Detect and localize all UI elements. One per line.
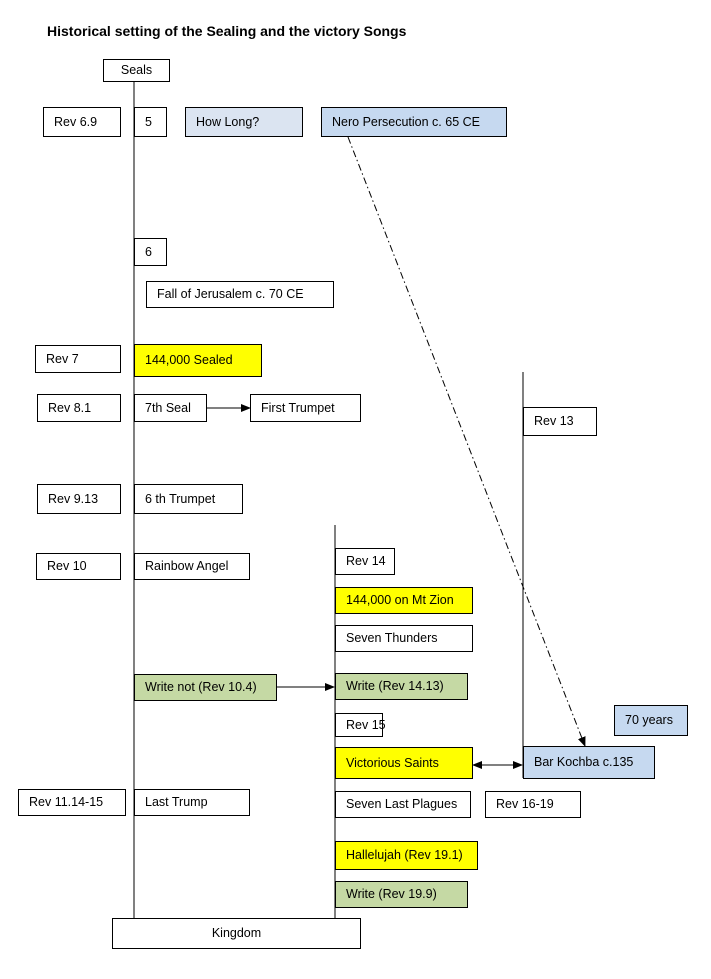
sixth-trumpet-box: 6 th Trumpet (134, 484, 243, 514)
nero-persecution-box: Nero Persecution c. 65 CE (321, 107, 507, 137)
rev-9-13-box: Rev 9.13 (37, 484, 121, 514)
hallelujah-box: Hallelujah (Rev 19.1) (335, 841, 478, 870)
rev-7-box: Rev 7 (35, 345, 121, 373)
diagram-title: Historical setting of the Sealing and th… (47, 23, 407, 39)
rev-8-1-box: Rev 8.1 (37, 394, 121, 422)
how-long-box: How Long? (185, 107, 303, 137)
rev-16-19-box: Rev 16-19 (485, 791, 581, 818)
fall-of-jerusalem-box: Fall of Jerusalem c. 70 CE (146, 281, 334, 308)
seventh-seal-box: 7th Seal (134, 394, 207, 422)
seven-thunders-box: Seven Thunders (335, 625, 473, 652)
mt-zion-box: 144,000 on Mt Zion (335, 587, 473, 614)
write-not-box: Write not (Rev 10.4) (134, 674, 277, 701)
kingdom-box: Kingdom (112, 918, 361, 949)
seventy-years-box: 70 years (614, 705, 688, 736)
write-rev-14-13-box: Write (Rev 14.13) (335, 673, 468, 700)
seals-box: Seals (103, 59, 170, 82)
rev-13-box: Rev 13 (523, 407, 597, 436)
sealed-144000-box: 144,000 Sealed (134, 344, 262, 377)
rev-14-box: Rev 14 (335, 548, 395, 575)
victorious-saints-box: Victorious Saints (335, 747, 473, 779)
rev-15-box: Rev 15 (335, 713, 386, 737)
rev-10-box: Rev 10 (36, 553, 121, 580)
rainbow-angel-box: Rainbow Angel (134, 553, 250, 580)
seal-6-box: 6 (134, 238, 167, 266)
nero-bar-kochba-dashed-arrow (347, 136, 586, 747)
rev-6-9-box: Rev 6.9 (43, 107, 121, 137)
write-rev-19-9-box: Write (Rev 19.9) (335, 881, 468, 908)
first-trumpet-box: First Trumpet (250, 394, 361, 422)
bar-kochba-box: Bar Kochba c.135 (523, 746, 655, 779)
rev-11-14-15-box: Rev 11.14-15 (18, 789, 126, 816)
last-trump-box: Last Trump (134, 789, 250, 816)
seal-5-box: 5 (134, 107, 167, 137)
seven-last-plagues-box: Seven Last Plagues (335, 791, 471, 818)
